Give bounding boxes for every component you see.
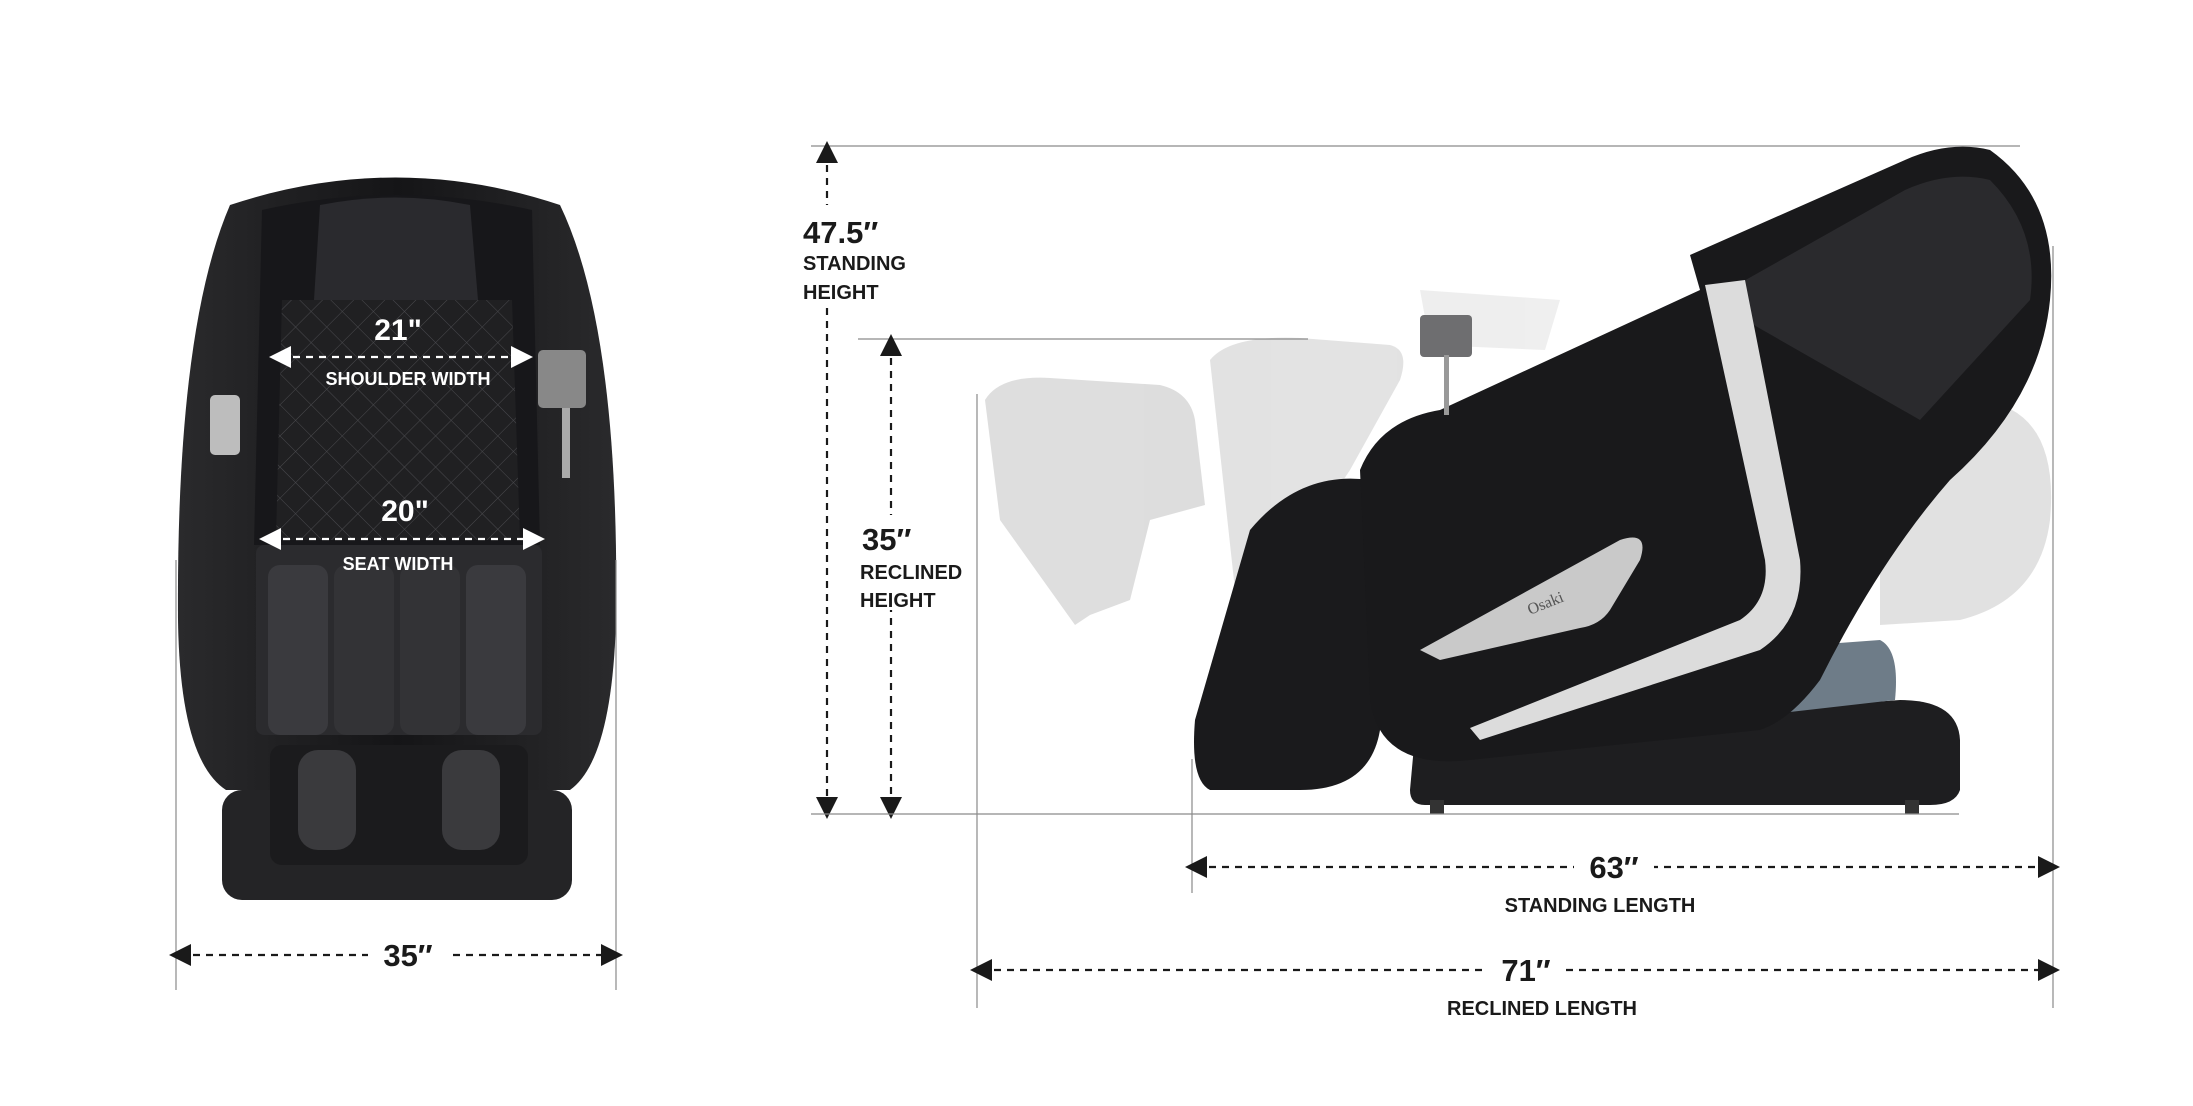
- standing-length-value: 63″: [1589, 850, 1638, 885]
- seat-width-dimension: 20" SEAT WIDTH: [259, 495, 545, 574]
- standing-height-label-1: STANDING: [803, 253, 906, 275]
- standing-length-dimension: 63″ STANDING LENGTH: [1185, 847, 2060, 917]
- shoulder-width-value: 21": [374, 314, 422, 347]
- reclined-height-value: 35″: [862, 522, 911, 557]
- overall-width-dimension: 35″: [169, 560, 623, 990]
- reclined-length-label: RECLINED LENGTH: [1447, 998, 1637, 1020]
- shoulder-width-dimension: 21" SHOULDER WIDTH: [269, 314, 533, 389]
- seat-width-label: SEAT WIDTH: [343, 554, 454, 574]
- standing-height-dimension: 47.5″ STANDING HEIGHT: [800, 141, 2020, 819]
- shoulder-width-label: SHOULDER WIDTH: [326, 369, 491, 389]
- standing-length-label: STANDING LENGTH: [1505, 895, 1696, 917]
- seat-width-value: 20": [381, 495, 429, 528]
- reclined-length-dimension: 71″ RECLINED LENGTH: [970, 950, 2060, 1020]
- standing-height-value: 47.5″: [803, 215, 878, 250]
- overall-width-value: 35″: [383, 938, 432, 973]
- standing-height-label-2: HEIGHT: [803, 282, 879, 304]
- reclined-length-value: 71″: [1501, 953, 1550, 988]
- reclined-height-label-2: HEIGHT: [860, 590, 936, 612]
- reclined-height-label-1: RECLINED: [860, 562, 962, 584]
- reclined-height-dimension: 35″ RECLINED HEIGHT: [855, 334, 1308, 819]
- front-chair-image: [177, 177, 617, 900]
- side-chair-image: Osaki: [985, 146, 2052, 814]
